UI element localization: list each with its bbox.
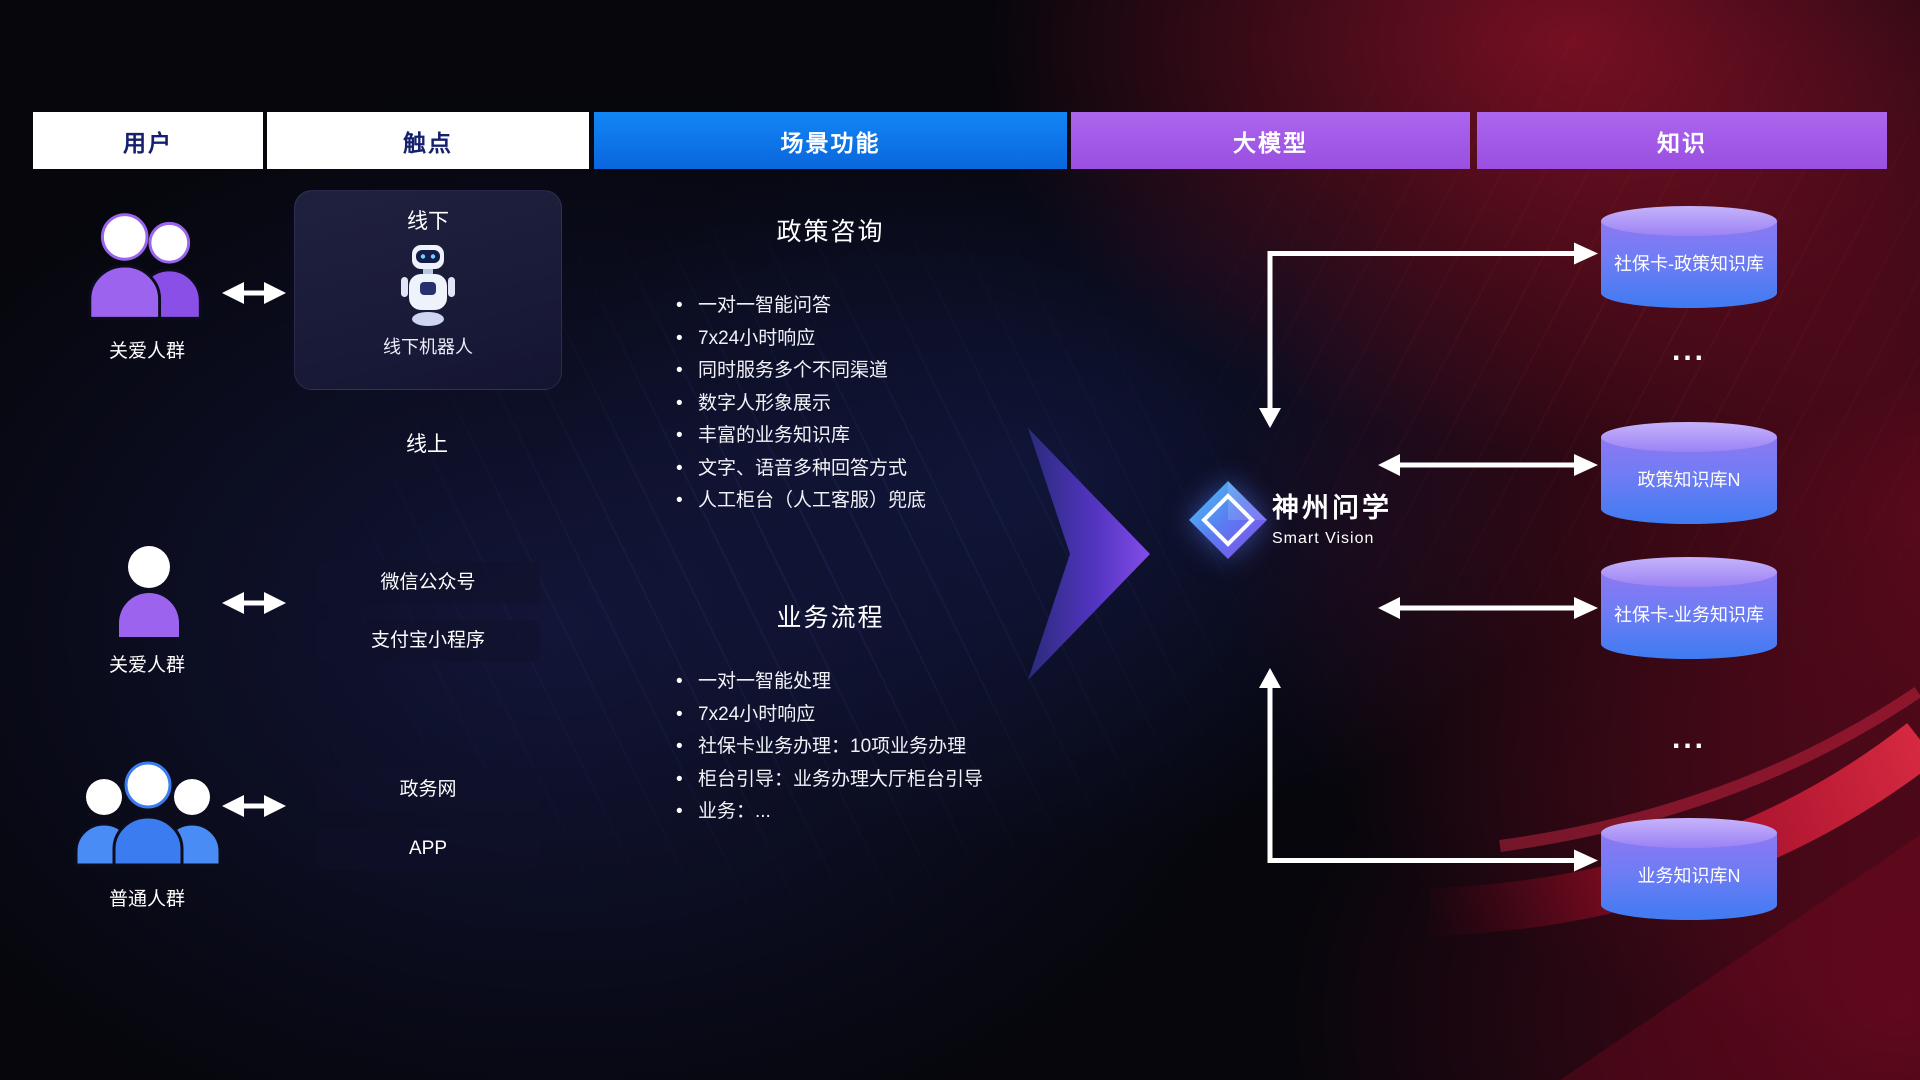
database-business-n: 业务知识库N: [1601, 818, 1777, 920]
offline-title: 线下: [407, 210, 449, 233]
scenario-bullet: 同时服务多个不同渠道: [676, 355, 926, 388]
user-ordinary-label: 普通人群: [108, 889, 185, 910]
channel-app: APP: [316, 828, 540, 870]
channel-wechat: 微信公众号: [316, 562, 540, 604]
scenario-bullet: 7x24小时响应: [676, 323, 926, 356]
ellipsis-bottom: ...: [1671, 722, 1706, 755]
database-icon: [1601, 422, 1777, 452]
scenario-business-list: 一对一智能处理 7x24小时响应 社保卡业务办理：10项业务办理 柜台引导：业务…: [676, 666, 983, 829]
user-single-purple-icon: [118, 545, 180, 646]
database-policy-social-card: 社保卡-政策知识库: [1601, 206, 1777, 308]
column-header-knowledge: 知识: [1477, 112, 1887, 169]
scenario-bullet: 社保卡业务办理：10项业务办理: [676, 731, 983, 764]
model-logo-text: 神州问学 Smart Vision: [1272, 486, 1392, 548]
database-policy-n: 政策知识库N: [1601, 422, 1777, 524]
column-header-scenarios: 场景功能: [594, 112, 1067, 169]
scenario-bullet: 一对一智能处理: [676, 666, 983, 699]
column-header-touchpoints: 触点: [267, 112, 589, 169]
scenario-bullet: 柜台引导：业务办理大厅柜台引导: [676, 764, 983, 797]
model-name: 神州问学: [1272, 493, 1392, 523]
column-header-users: 用户: [33, 112, 263, 169]
database-icon: [1601, 557, 1777, 587]
scenario-bullet: 人工柜台（人工客服）兜底: [676, 485, 926, 518]
users-group-blue-icon: [72, 745, 224, 876]
scenario-bullet: 一对一智能问答: [676, 290, 926, 323]
scenario-bullet: 7x24小时响应: [676, 699, 983, 732]
user-single-label: 关爱人群: [108, 655, 185, 676]
channel-gov-web: 政务网: [316, 769, 540, 811]
scenario-title-business: 业务流程: [776, 604, 885, 632]
users-group-purple-icon: [84, 208, 210, 331]
column-header-model: 大模型: [1071, 112, 1470, 169]
offline-robot-caption: 线下机器人: [383, 337, 473, 357]
scenario-title-policy: 政策咨询: [776, 218, 885, 246]
model-subtitle: Smart Vision: [1272, 530, 1375, 547]
ellipsis-top: ...: [1671, 334, 1706, 367]
online-label: 线上: [406, 433, 448, 456]
transform-arrow-icon: [1028, 428, 1150, 680]
scenario-bullet: 业务：...: [676, 796, 983, 829]
robot-icon: [401, 245, 455, 326]
diamond-logo-icon: [1189, 481, 1267, 559]
user-group-label: 关爱人群: [108, 341, 185, 362]
offline-touchpoint-card: 线下 线下机器人: [294, 190, 562, 390]
scenario-policy-list: 一对一智能问答 7x24小时响应 同时服务多个不同渠道 数字人形象展示 丰富的业…: [676, 290, 926, 518]
scenario-bullet: 数字人形象展示: [676, 388, 926, 421]
database-business-social-card: 社保卡-业务知识库: [1601, 557, 1777, 659]
database-icon: [1601, 206, 1777, 236]
scenario-bullet: 丰富的业务知识库: [676, 420, 926, 453]
channel-alipay-miniapp: 支付宝小程序: [316, 620, 540, 662]
scenario-bullet: 文字、语音多种回答方式: [676, 453, 926, 486]
